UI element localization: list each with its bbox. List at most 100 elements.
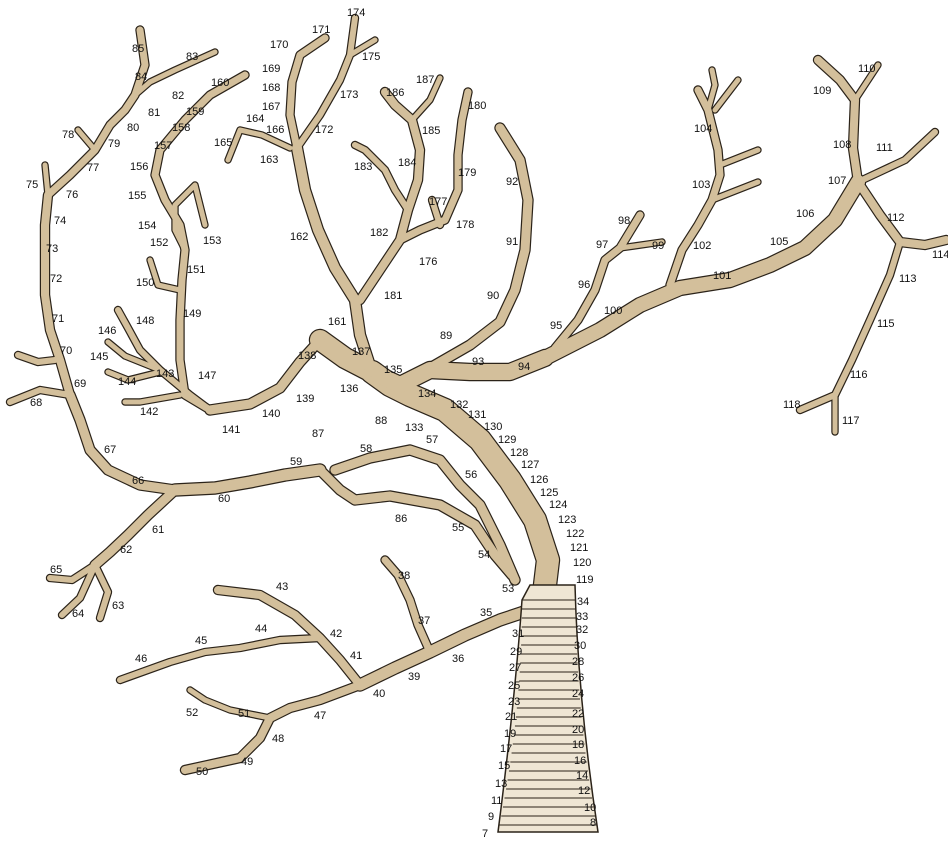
segment-label-164: 164 [246, 113, 264, 125]
segment-label-94: 94 [518, 361, 530, 373]
segment-label-166: 166 [266, 124, 284, 136]
segment-label-171: 171 [312, 24, 330, 36]
segment-label-25: 25 [508, 680, 520, 692]
segment-label-153: 153 [203, 235, 221, 247]
segment-label-84: 84 [135, 71, 147, 83]
segment-label-106: 106 [796, 208, 814, 220]
branch-outline [155, 75, 245, 410]
segment-label-20: 20 [572, 724, 584, 736]
segment-label-168: 168 [262, 82, 280, 94]
segment-label-73: 73 [46, 243, 58, 255]
segment-label-19: 19 [504, 728, 516, 740]
segment-label-79: 79 [108, 138, 120, 150]
segment-label-152: 152 [150, 237, 168, 249]
segment-label-115: 115 [877, 318, 895, 330]
segment-label-149: 149 [183, 308, 201, 320]
segment-label-9: 9 [488, 811, 494, 823]
segment-label-53: 53 [502, 583, 514, 595]
segment-label-138: 138 [298, 350, 316, 362]
segment-label-36: 36 [452, 653, 464, 665]
segment-labels-layer: 7891011121314151617181920212223242526272… [26, 7, 948, 840]
segment-label-18: 18 [572, 739, 584, 751]
segment-label-60: 60 [218, 493, 230, 505]
segment-label-86: 86 [395, 513, 407, 525]
segment-label-66: 66 [132, 475, 144, 487]
segment-label-129: 129 [498, 434, 516, 446]
segment-label-45: 45 [195, 635, 207, 647]
segment-label-37: 37 [418, 615, 430, 627]
branch-segment [185, 685, 360, 770]
segment-label-54: 54 [478, 549, 490, 561]
segment-label-23: 23 [508, 696, 520, 708]
segment-label-101: 101 [713, 270, 731, 282]
segment-label-13: 13 [495, 778, 507, 790]
segment-label-97: 97 [596, 239, 608, 251]
segment-label-85: 85 [132, 43, 144, 55]
segment-label-14: 14 [576, 770, 588, 782]
segment-label-11: 11 [491, 795, 502, 807]
segment-label-120: 120 [573, 557, 591, 569]
segment-label-169: 169 [262, 63, 280, 75]
segment-label-58: 58 [360, 443, 372, 455]
segment-label-61: 61 [152, 524, 164, 536]
segment-label-63: 63 [112, 600, 124, 612]
segment-label-180: 180 [468, 100, 486, 112]
segment-label-104: 104 [694, 123, 712, 135]
segment-label-184: 184 [398, 157, 416, 169]
segment-label-183: 183 [354, 161, 372, 173]
segment-label-156: 156 [130, 161, 148, 173]
segment-label-89: 89 [440, 330, 452, 342]
segment-label-7: 7 [482, 828, 488, 840]
segment-label-142: 142 [140, 406, 158, 418]
segment-label-48: 48 [272, 733, 284, 745]
segment-label-68: 68 [30, 397, 42, 409]
segment-label-51: 51 [238, 708, 250, 720]
segment-label-147: 147 [198, 370, 216, 382]
segment-label-133: 133 [405, 422, 423, 434]
segment-label-74: 74 [54, 215, 66, 227]
segment-label-67: 67 [104, 444, 116, 456]
segment-label-121: 121 [570, 542, 588, 554]
segment-label-154: 154 [138, 220, 156, 232]
segment-label-39: 39 [408, 671, 420, 683]
segment-label-132: 132 [450, 399, 468, 411]
segment-label-176: 176 [419, 256, 437, 268]
segment-label-15: 15 [498, 760, 510, 772]
segment-label-49: 49 [241, 756, 253, 768]
segment-label-110: 110 [858, 63, 876, 75]
segment-label-95: 95 [550, 320, 562, 332]
branch-segment [360, 92, 420, 300]
segment-label-46: 46 [135, 653, 147, 665]
segment-label-77: 77 [87, 162, 99, 174]
segment-label-162: 162 [290, 231, 308, 243]
segment-label-146: 146 [98, 325, 116, 337]
segment-label-112: 112 [887, 212, 905, 224]
segment-label-93: 93 [472, 356, 484, 368]
segment-label-116: 116 [850, 369, 868, 381]
segment-label-185: 185 [422, 125, 440, 137]
segment-label-26: 26 [572, 672, 584, 684]
branch-segment [70, 395, 175, 490]
branch-segment [818, 60, 858, 182]
segment-label-78: 78 [62, 129, 74, 141]
segment-label-71: 71 [52, 313, 64, 325]
segment-label-167: 167 [262, 101, 280, 113]
segment-label-72: 72 [50, 273, 62, 285]
segment-label-96: 96 [578, 279, 590, 291]
branch-segment [155, 75, 245, 410]
segment-label-88: 88 [375, 415, 387, 427]
segment-label-41: 41 [350, 650, 362, 662]
segment-label-139: 139 [296, 393, 314, 405]
segment-label-56: 56 [465, 469, 477, 481]
segment-label-125: 125 [540, 487, 558, 499]
segment-label-135: 135 [384, 364, 402, 376]
segment-label-175: 175 [362, 51, 380, 63]
segment-label-128: 128 [510, 447, 528, 459]
segment-label-137: 137 [352, 346, 370, 358]
segment-label-140: 140 [262, 408, 280, 420]
segment-label-134: 134 [418, 388, 436, 400]
segment-label-30: 30 [574, 640, 586, 652]
segment-label-141: 141 [222, 424, 240, 436]
branch-segment [45, 165, 48, 195]
